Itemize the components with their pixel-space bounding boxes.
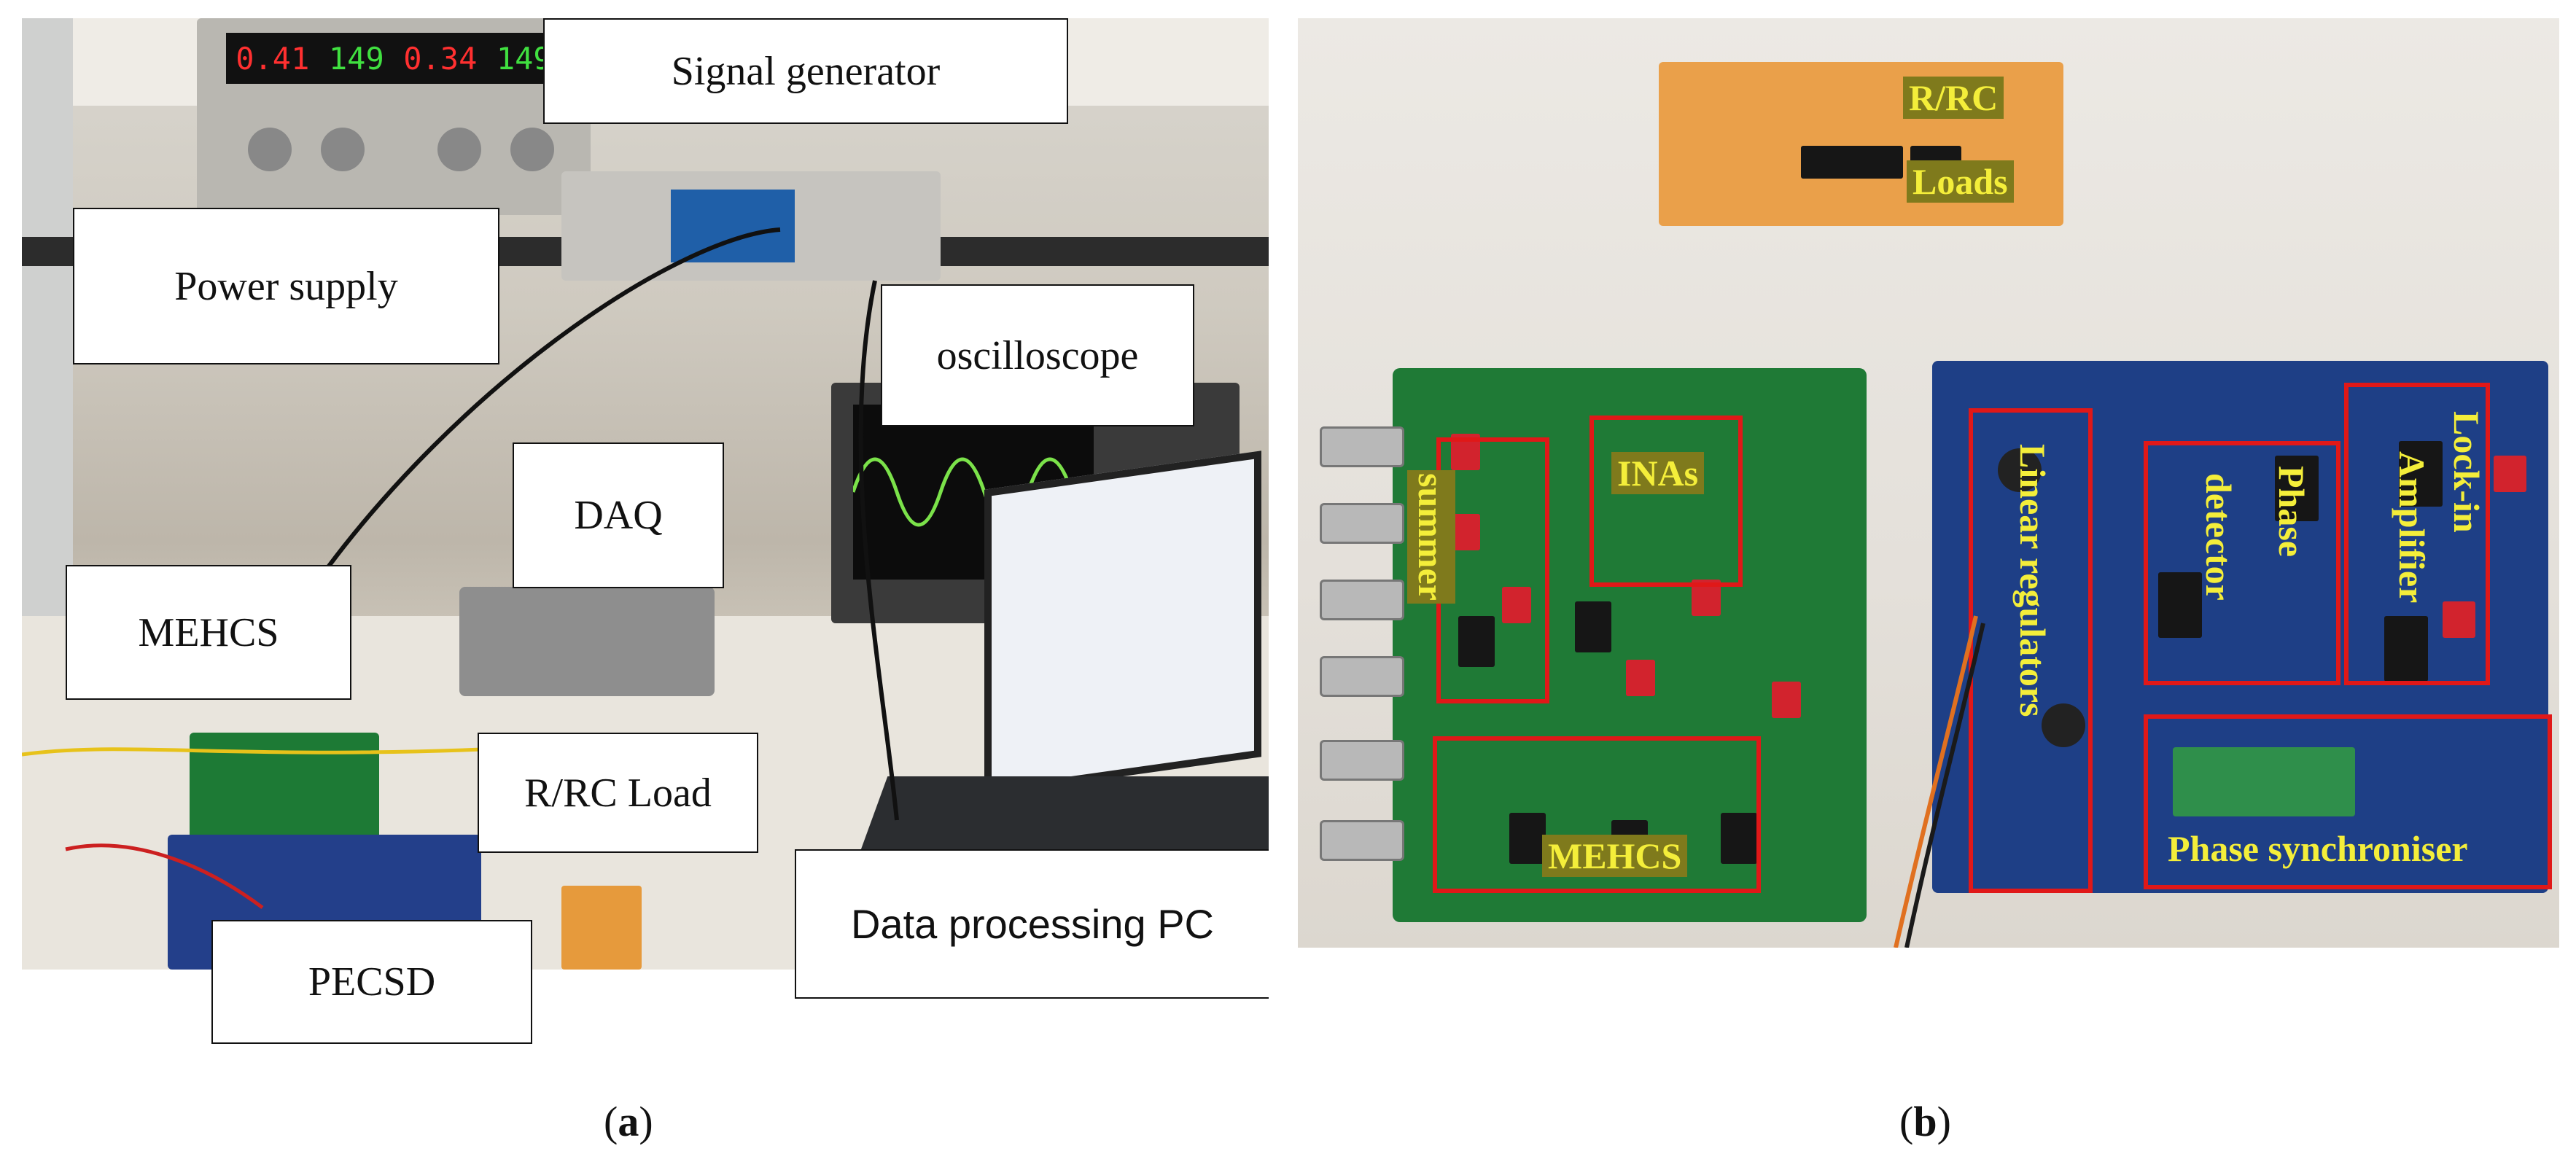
caption-letter-a: a [618, 1098, 639, 1145]
label-detector: detector [2198, 473, 2239, 601]
ic-chip [1721, 813, 1757, 864]
knob [437, 128, 481, 171]
highlight-inas [1589, 416, 1743, 587]
highlight-mehcs [1433, 736, 1761, 893]
bnc-connector [1320, 580, 1404, 620]
caption-letter-b: b [1913, 1098, 1937, 1145]
label-summer: summer [1407, 470, 1455, 604]
signal-generator-unit [561, 171, 941, 281]
knob [321, 128, 365, 171]
relay [1502, 587, 1531, 623]
callout-rrc-load: R/RC Load [478, 733, 758, 853]
caption-a: (a) [604, 1098, 653, 1145]
highlight-linear-regulators [1969, 408, 2093, 893]
label-amplifier: Amplifier [2392, 451, 2432, 604]
power-supply-display: 0.41 149 0.34 149 [226, 33, 561, 84]
ic-chip [2384, 616, 2428, 682]
relay [1451, 514, 1480, 550]
ic-chip [2275, 456, 2319, 521]
highlight-phase-detector [2144, 441, 2340, 685]
pcb-boards-photo: R/RC Loads summer INAs MEHCS [1298, 18, 2559, 948]
label-linear-regulators: Linear regulators [2012, 444, 2053, 717]
bnc-connector [1320, 820, 1404, 861]
display-readout: 149 [328, 40, 384, 77]
callout-daq: DAQ [513, 442, 724, 588]
power-supply-unit: 0.41 149 0.34 149 [197, 18, 591, 215]
ic-chip [1458, 616, 1495, 667]
signal-generator-screen [671, 190, 795, 262]
label-r-rc: R/RC [1903, 77, 2004, 119]
callout-oscilloscope: oscilloscope [881, 284, 1194, 426]
knob [510, 128, 554, 171]
cables [22, 227, 899, 910]
relay [2494, 456, 2526, 492]
wires [1894, 615, 1985, 948]
ic-chip [1509, 813, 1546, 864]
label-loads: Loads [1907, 160, 2014, 203]
load-board-small [561, 886, 642, 970]
relay [2443, 601, 2475, 638]
relay [1772, 682, 1801, 718]
terminal-block [1801, 146, 1903, 179]
label-phase: Phase [2271, 466, 2312, 557]
knob [248, 128, 292, 171]
label-lock-in: Lock-in [2446, 411, 2487, 533]
label-mehcs: MEHCS [1542, 835, 1688, 877]
display-readout: 0.41 [236, 40, 310, 77]
callout-power-supply: Power supply [73, 208, 499, 364]
label-phase-synchroniser: Phase synchroniser [2168, 828, 2468, 869]
display-readout: 0.34 [403, 40, 478, 77]
microcontroller-module [2173, 747, 2355, 816]
capacitor [1998, 448, 2042, 492]
bnc-connector [1320, 740, 1404, 781]
capacitor [2042, 703, 2085, 747]
label-inas: INAs [1611, 452, 1705, 494]
ic-chip [1575, 601, 1611, 652]
callout-pecsd: PECSD [211, 920, 532, 1044]
relay [1626, 660, 1655, 696]
ic-chip [2158, 572, 2202, 638]
caption-b: (b) [1899, 1098, 1951, 1145]
bnc-connector [1320, 426, 1404, 467]
callout-signal-generator: Signal generator [543, 18, 1068, 124]
display-readout: 149 [496, 40, 552, 77]
pecsd-board [1932, 361, 2548, 893]
highlight-lock-in-amplifier [2344, 383, 2490, 685]
callout-mehcs: MEHCS [66, 565, 351, 700]
highlight-phase-synchroniser [2144, 714, 2552, 889]
ic-chip [2399, 441, 2443, 507]
bnc-connector [1320, 656, 1404, 697]
daq-device [459, 587, 715, 696]
callout-data-processing-pc: Data processing PC [795, 849, 1269, 999]
bnc-connector [1320, 503, 1404, 544]
